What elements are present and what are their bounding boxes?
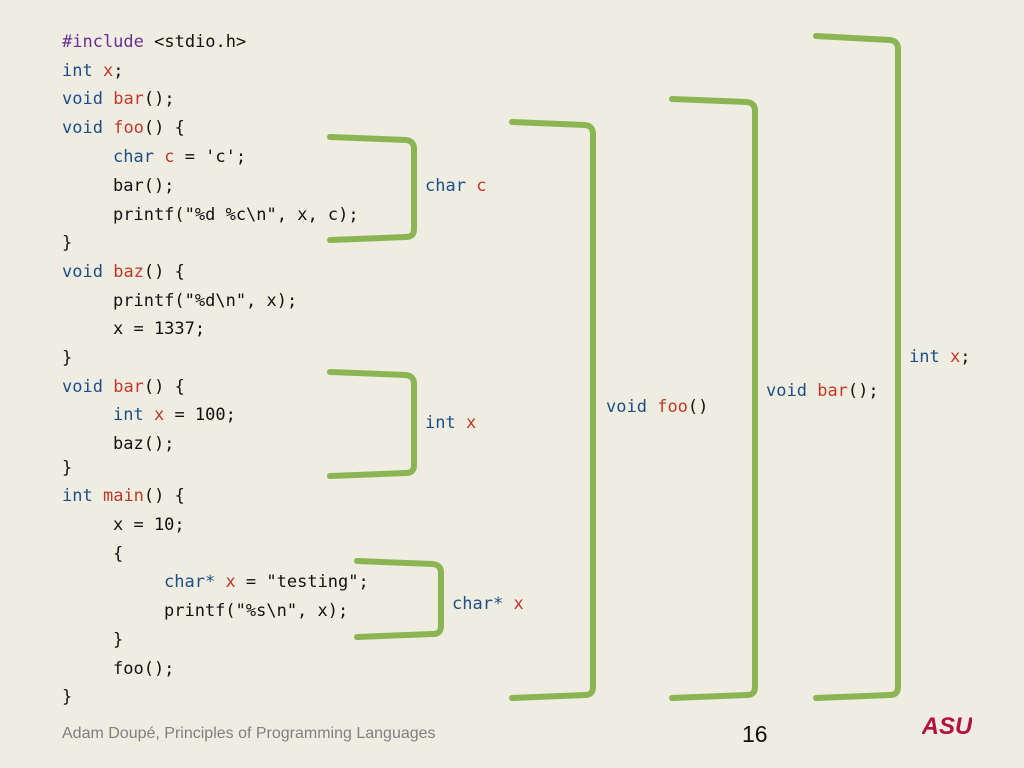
type-keyword: void — [62, 377, 103, 397]
code-line-3: void bar(); — [62, 89, 175, 109]
preprocessor-directive: #include — [62, 32, 144, 52]
identifier: c — [164, 147, 175, 167]
code-line-6: bar(); — [113, 176, 175, 196]
code-line-2: int x; — [62, 61, 123, 81]
identifier: main — [102, 486, 144, 506]
code-line-10: printf("%d\n", x); — [113, 291, 298, 311]
type-keyword: int — [62, 486, 93, 506]
code-line-24: } — [62, 687, 73, 707]
code-rest: () { — [143, 118, 185, 138]
scope-bracket-void-bar — [669, 96, 758, 701]
code-line-4: void foo() { — [62, 118, 185, 138]
code-line-18: x = 10; — [113, 515, 185, 535]
scope-label-char-c: char c — [425, 176, 486, 196]
identifier: bar — [113, 89, 144, 109]
page-number: 16 — [742, 721, 768, 747]
code-rest: () { — [143, 486, 185, 506]
code-rest: () { — [143, 377, 185, 397]
identifier: foo — [657, 397, 688, 417]
identifier: bar — [113, 377, 144, 397]
type-keyword: void — [766, 381, 807, 401]
space — [940, 347, 950, 367]
code-line-23: foo(); — [113, 659, 175, 679]
scope-label-int-x-local: int x — [425, 413, 476, 433]
code-rest: = 100; — [164, 405, 236, 425]
scope-label-void-foo: void foo() — [606, 397, 708, 417]
space — [503, 594, 513, 614]
scope-bracket-char-c — [327, 134, 417, 243]
type-keyword: void — [62, 89, 103, 109]
space — [466, 176, 476, 196]
asu-logo-text: ASU — [922, 713, 972, 738]
identifier: x — [513, 594, 524, 614]
scope-bracket-int-x — [327, 369, 417, 479]
code-line-21: printf("%s\n", x); — [164, 601, 349, 621]
code-line-9: void baz() { — [62, 262, 185, 282]
scope-bracket-char-ptr-x — [354, 558, 444, 640]
space — [647, 397, 657, 417]
type-keyword: int — [425, 413, 456, 433]
scope-bracket-int-x-global — [813, 33, 901, 701]
identifier: x — [102, 61, 114, 81]
footer-credit: Adam Doupé, Principles of Programming La… — [62, 725, 436, 742]
code-line-12: } — [62, 348, 73, 368]
code-line-16: } — [62, 458, 73, 478]
identifier: x — [225, 572, 236, 592]
space — [456, 413, 466, 433]
code-line-8: } — [62, 233, 73, 253]
code-line-11: x = 1337; — [113, 319, 206, 339]
code-line-7: printf("%d %c\n", x, c); — [113, 205, 359, 225]
code-line-19: { — [113, 544, 124, 564]
type-keyword: int — [62, 61, 93, 81]
type-keyword: char — [425, 176, 466, 196]
scope-label-void-bar: void bar(); — [766, 381, 879, 401]
space — [807, 381, 817, 401]
identifier: c — [476, 176, 487, 196]
code-rest: ; — [113, 61, 124, 81]
type-keyword: int — [909, 347, 940, 367]
identifier: foo — [113, 118, 144, 138]
type-keyword: char* — [164, 572, 216, 592]
identifier: x — [949, 347, 961, 367]
code-line-13: void bar() { — [62, 377, 185, 397]
code-line-5: char c = 'c'; — [113, 147, 246, 167]
code-line-17: int main() { — [62, 486, 185, 506]
scope-bracket-void-foo — [509, 119, 596, 701]
type-keyword: int — [113, 405, 144, 425]
code-rest: (); — [143, 89, 175, 109]
type-keyword: char — [113, 147, 154, 167]
code-rest: (); — [847, 381, 879, 401]
identifier: x — [153, 405, 165, 425]
include-target: <stdio.h> — [143, 32, 247, 52]
code-rest: () — [687, 397, 709, 417]
type-keyword: void — [62, 118, 103, 138]
identifier: baz — [113, 262, 144, 282]
type-keyword: void — [62, 262, 103, 282]
scope-label-char-ptr-x: char* x — [452, 594, 524, 614]
asu-logo-icon: ASU — [922, 713, 972, 738]
code-line-22: } — [113, 630, 124, 650]
code-line-15: baz(); — [113, 434, 175, 454]
code-line-20: char* x = "testing"; — [164, 572, 369, 592]
code-rest: () { — [143, 262, 185, 282]
code-rest: = 'c'; — [174, 147, 247, 167]
code-rest: ; — [960, 347, 971, 367]
type-keyword: char* — [452, 594, 504, 614]
scope-label-int-x-global: int x; — [909, 347, 970, 367]
code-line-1: #include <stdio.h> — [62, 32, 246, 52]
identifier: bar — [817, 381, 848, 401]
code-rest: = "testing"; — [235, 572, 369, 592]
code-line-14: int x = 100; — [113, 405, 236, 425]
type-keyword: void — [606, 397, 647, 417]
identifier: x — [465, 413, 477, 433]
